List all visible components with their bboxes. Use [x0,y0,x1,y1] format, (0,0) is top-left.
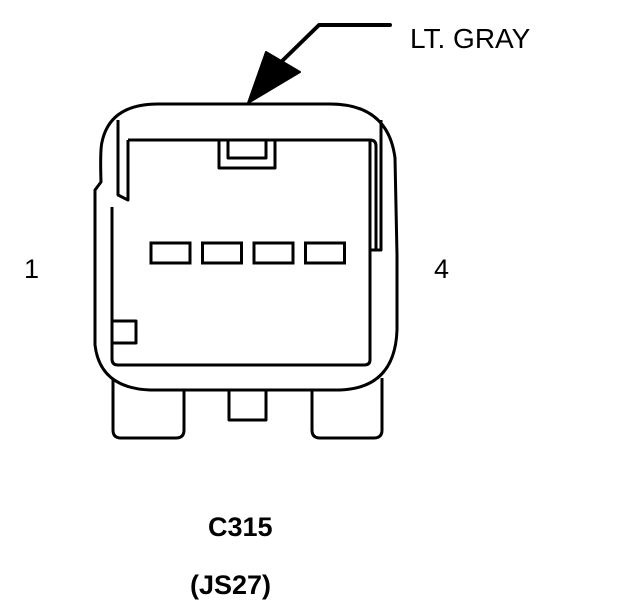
center-tab [227,385,268,422]
terminal-cavities [149,241,346,265]
wire-color-label: LT. GRAY [410,23,531,54]
terminal-cavity [149,241,192,265]
pin-number-first: 1 [24,254,40,284]
connector-face [110,120,383,367]
pin-number-last: 4 [434,254,450,284]
locking-tab-inner [226,138,268,160]
connector-id: C315 [208,512,273,542]
terminal-cavity [201,241,243,265]
right-tab [310,378,384,440]
connector-code: (JS27) [190,570,272,600]
connector-tabs [111,378,384,440]
terminal-cavity [304,241,346,265]
inner-cavity-edge [110,140,372,367]
polarizing-key [110,319,138,345]
arrowhead-icon [247,51,301,104]
left-tab [111,378,186,440]
right-guide-rail [370,120,383,252]
connector-housing [93,102,399,392]
leader-line [276,23,392,67]
leader-arrow [247,23,392,104]
left-guide-rail [116,120,130,202]
terminal-cavity [252,241,295,265]
